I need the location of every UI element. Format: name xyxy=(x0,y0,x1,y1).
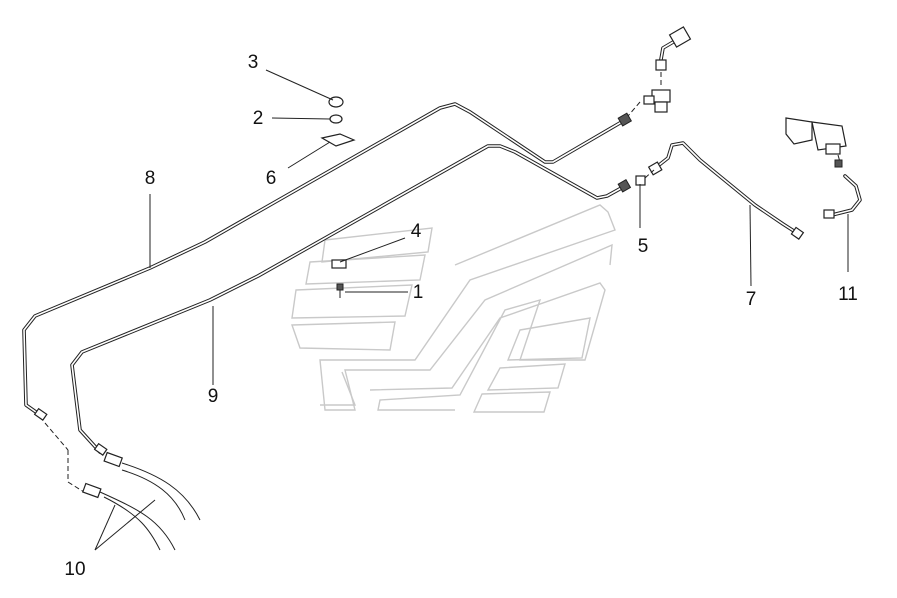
callout-3: 3 xyxy=(248,52,259,73)
brake-pipe-7 xyxy=(647,141,805,240)
union-fitting-5 xyxy=(635,169,655,186)
small-parts xyxy=(320,96,356,298)
callout-9: 9 xyxy=(208,386,219,407)
tee-fitting xyxy=(627,26,692,117)
callout-labels: 1 2 3 4 5 6 7 8 9 10 11 xyxy=(64,52,857,580)
callout-1: 1 xyxy=(413,282,424,303)
leader-lines xyxy=(94,69,849,551)
callout-8: 8 xyxy=(145,168,156,189)
watermark-logo xyxy=(291,204,616,413)
callout-2: 2 xyxy=(253,108,264,129)
callout-4: 4 xyxy=(411,221,422,242)
callout-5: 5 xyxy=(638,236,649,257)
callout-7: 7 xyxy=(746,289,757,310)
brake-pipe-8 xyxy=(22,102,633,421)
callout-6: 6 xyxy=(266,168,277,189)
callout-11: 11 xyxy=(838,284,858,305)
connector-10 xyxy=(44,422,201,551)
callout-10: 10 xyxy=(64,559,85,580)
brake-pipe-9 xyxy=(70,144,632,456)
flexible-hose-11 xyxy=(785,117,862,219)
